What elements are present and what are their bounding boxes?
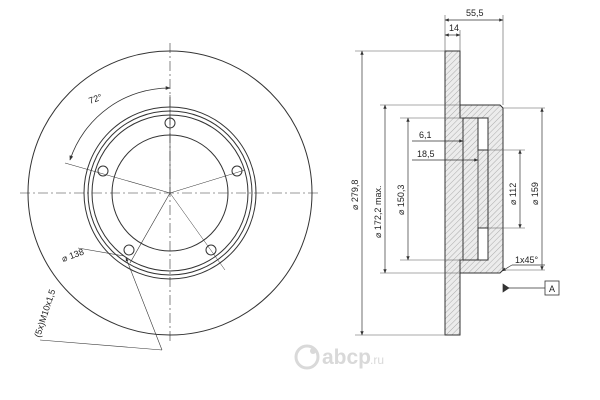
bolt-holes xyxy=(97,117,243,256)
watermark-ring xyxy=(294,344,320,370)
section-view xyxy=(444,50,504,336)
angle-label: 72° xyxy=(87,92,104,106)
thread-label: (5x)M10x1,5 xyxy=(32,288,57,339)
bolt-circle-label: ⌀ 138 xyxy=(60,247,85,264)
dimension-lines xyxy=(360,18,545,336)
bolt-hole xyxy=(97,165,109,177)
extension-lines xyxy=(355,15,545,336)
bolt-axis-right xyxy=(169,169,246,194)
angle-arc xyxy=(69,86,171,161)
bolt-circle-leader xyxy=(77,247,125,257)
watermark-logo: abcp .ru xyxy=(294,344,384,370)
datum-triangle xyxy=(502,283,510,293)
bore-diameter-label: ⌀ 112 xyxy=(508,183,518,205)
chamfer-leader xyxy=(501,264,513,272)
offset-a-label: 6,1 xyxy=(419,130,432,140)
disc-diameter-label: ⌀ 279,8 xyxy=(350,180,360,210)
hub-bore-step xyxy=(462,117,489,261)
watermark-suffix: .ru xyxy=(370,353,384,367)
hat-diameter-label: ⌀ 150,3 xyxy=(396,185,406,215)
thread-leader xyxy=(39,339,163,351)
bolt-axis-angle xyxy=(64,162,171,194)
watermark-brand: abcp xyxy=(322,346,371,369)
disc-ring-section xyxy=(444,50,464,336)
bolt-hole xyxy=(123,244,135,256)
offset-b-label: 18,5 xyxy=(417,149,435,159)
bolt-hole xyxy=(231,165,243,177)
hub-diameter-label: ⌀ 159 xyxy=(530,182,540,205)
disc-thickness-label: 14 xyxy=(449,23,459,33)
thread-leader-diagonal xyxy=(125,257,163,351)
bolt-axis-lower-right xyxy=(169,192,226,271)
bolt-axis-lower xyxy=(129,192,171,264)
datum-label: A xyxy=(549,284,555,294)
bolt-hole xyxy=(164,117,176,129)
bolt-hole xyxy=(205,244,217,256)
front-view xyxy=(20,43,320,351)
chamfer-label: 1x45° xyxy=(515,255,539,265)
max-diameter-label: ⌀ 172,2 max. xyxy=(373,186,383,238)
total-width-label: 55,5 xyxy=(466,8,484,18)
datum-box xyxy=(544,280,560,296)
watermark-dot xyxy=(310,348,316,354)
